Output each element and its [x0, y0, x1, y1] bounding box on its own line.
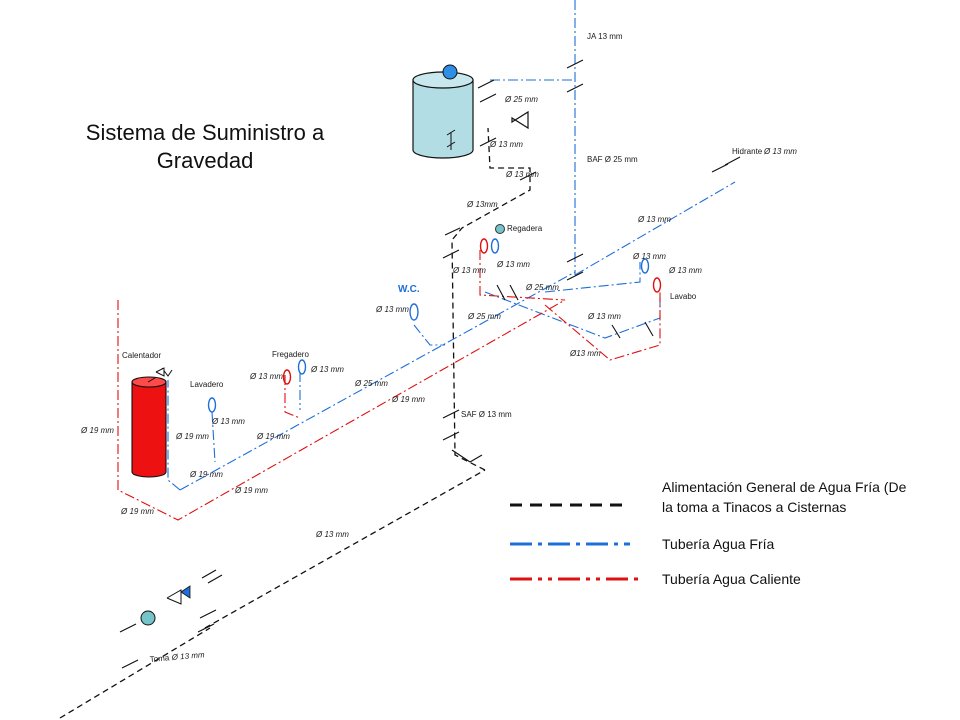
pipe-label: Ø 13 mm — [310, 365, 344, 374]
pipe-label: SAF Ø 13 mm — [461, 410, 512, 419]
cold-water-lines — [167, 0, 736, 491]
pipe-label: Ø 19 mm — [189, 470, 223, 479]
pipe-label: Ø 19 mm — [80, 426, 114, 435]
pipe-label: Ø 13 mm — [763, 147, 797, 156]
pipe-label: Ø 19 mm — [256, 432, 290, 441]
tank-check-valve-icon — [511, 110, 529, 130]
water-meter-icon — [140, 610, 156, 626]
label-fregadero: Fregadero — [272, 350, 309, 359]
pipe-label: Ø 13 mm — [489, 140, 523, 149]
pipe-label: Ø 25 mm — [467, 312, 501, 321]
lavadero-laundry — [207, 397, 217, 413]
label-regadera: Regadera — [507, 224, 543, 233]
pipe-label: Ø 25 mm — [525, 283, 559, 292]
water-heater — [131, 367, 173, 478]
pipe-label: Ø 19 mm — [175, 432, 209, 441]
pipe-label: Ø 13 mm — [249, 372, 283, 381]
label-wc: W.C. — [398, 284, 420, 295]
toma-meter — [140, 585, 191, 626]
pipe-label: Ø 13 mm — [637, 215, 671, 224]
pipe-label: Ø 13 mm — [452, 266, 486, 275]
label-hidrante: Hidrante — [732, 147, 763, 156]
legend-label-supply-line2: la toma a Tinacos a Cisternas — [662, 499, 846, 515]
diagram-title-line2: Gravedad — [157, 148, 254, 173]
label-toma: Toma — [149, 653, 170, 664]
pipe-label: Ø 25 mm — [354, 379, 388, 388]
wc-toilet — [409, 303, 419, 321]
lavabo-sink — [640, 258, 662, 293]
diagram-title-line1: Sistema de Suministro a — [86, 120, 325, 145]
legend-label-cold: Tubería Agua Fría — [662, 536, 775, 552]
pipe-label: Ø 19 mm — [234, 486, 268, 495]
hot-water-lines — [117, 250, 661, 521]
shower-head-icon — [495, 224, 505, 234]
legend-label-hot: Tubería Agua Caliente — [662, 571, 801, 587]
legend-label-supply-line1: Alimentación General de Agua Fría (De — [662, 479, 907, 495]
pipe-label: BAF Ø 25 mm — [587, 155, 638, 164]
pipe-label: Ø 13 mm — [632, 252, 666, 261]
tank-float-valve-icon — [442, 64, 458, 80]
label-lavabo: Lavabo — [670, 292, 697, 301]
label-calentador: Calentador — [122, 351, 161, 360]
pipe-label: Ø 13 mm — [587, 312, 621, 321]
regadera-shower — [479, 224, 505, 254]
label-lavadero: Lavadero — [190, 380, 224, 389]
water-tank — [412, 64, 474, 159]
pipe-tick-marks — [119, 59, 741, 669]
pipe-label: Ø13 mm — [569, 349, 601, 358]
fregadero-kitchen-sink — [282, 359, 307, 385]
pipe-label: Ø 13 mm — [211, 417, 245, 426]
pipe-label: JA 13 mm — [587, 32, 623, 41]
pipe-label: Ø 13 mm — [496, 260, 530, 269]
pipe-label: Ø 19 mm — [120, 507, 154, 516]
pipe-label: Ø 13 mm — [668, 266, 702, 275]
pipe-label: Ø 13 mm — [170, 650, 205, 662]
pipe-label: Ø 13 mm — [375, 305, 409, 314]
general-supply-lines — [59, 127, 531, 719]
pipe-label: Ø 13 mm — [315, 530, 349, 539]
pipe-label: Ø 25 mm — [504, 95, 538, 104]
pipe-label: Ø 19 mm — [391, 395, 425, 404]
pipe-label: Ø 13mm — [466, 200, 498, 209]
pipe-label: Ø 13 mm — [505, 170, 539, 179]
legend: Alimentación General de Agua Fría (De la… — [510, 479, 907, 587]
